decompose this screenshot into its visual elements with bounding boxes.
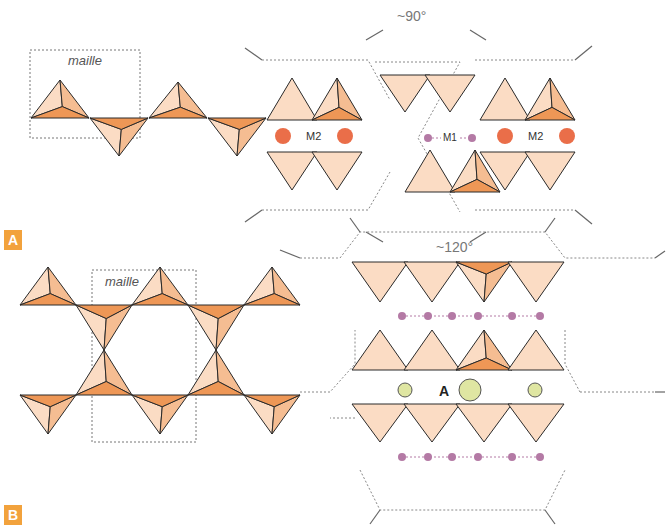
panel-letter-box: A	[4, 230, 22, 250]
cation-site	[424, 312, 432, 320]
cation-site	[448, 453, 456, 461]
tetrahedron-face	[188, 382, 244, 396]
angle-label: ~120°	[436, 240, 473, 254]
cation-site	[448, 312, 456, 320]
bond-line	[402, 457, 540, 458]
tetrahedron-symbol	[404, 404, 460, 442]
ibeam-outline	[262, 172, 390, 210]
tetrahedron-symbol	[405, 150, 455, 192]
tetrahedron-symbol	[267, 152, 317, 190]
bond-line	[402, 316, 540, 317]
corner-tick	[545, 510, 555, 524]
ibeam-outline	[565, 330, 580, 392]
tetrahedron-face	[312, 107, 362, 120]
tetrahedron-symbol	[352, 262, 408, 302]
ibeam-outline	[262, 60, 390, 100]
tetrahedron-symbol	[404, 330, 460, 370]
tetrahedron-face	[149, 107, 207, 118]
m1-site	[424, 134, 432, 142]
ibeam-outline	[360, 470, 565, 510]
tetrahedron-face	[244, 395, 300, 407]
corner-tick	[470, 30, 486, 40]
ibeam-outline	[300, 232, 655, 258]
tetrahedron-symbol	[404, 262, 460, 302]
tetrahedron-symbol	[352, 404, 408, 442]
corner-tick	[350, 218, 360, 232]
m2-site	[497, 128, 513, 144]
cation-site	[474, 453, 482, 461]
ibeam-outline	[580, 392, 655, 393]
tetrahedron-symbol	[480, 78, 530, 120]
tetrahedron-face	[20, 294, 76, 305]
unit-cell-label: maille	[105, 275, 139, 288]
m2-site	[275, 128, 291, 144]
corner-tick	[366, 30, 383, 40]
tetrahedron-symbol	[508, 330, 564, 370]
tetrahedron-face	[76, 305, 132, 319]
corner-tick	[655, 251, 665, 258]
corner-tick	[366, 232, 383, 242]
cation-site	[536, 312, 544, 320]
tetrahedron-face	[31, 107, 89, 118]
cation-site	[474, 312, 482, 320]
tetrahedron-symbol	[352, 330, 408, 370]
panel-letter: B	[8, 507, 18, 523]
corner-tick	[575, 46, 592, 60]
ibeam-outline	[475, 210, 575, 211]
corner-tick	[370, 510, 380, 524]
tetrahedron-symbol	[380, 75, 430, 112]
corner-tick	[545, 218, 555, 232]
tetrahedron-symbol	[508, 262, 564, 302]
tetrahedron-symbol	[480, 152, 530, 190]
unit-cell-label: maille	[68, 54, 102, 67]
ibeam-outline	[300, 330, 355, 392]
site-label: A	[439, 384, 449, 398]
tetrahedron-face	[456, 262, 512, 274]
tetrahedron-symbol	[525, 152, 575, 190]
tetrahedron-symbol	[312, 152, 362, 190]
angle-label: ~90°	[397, 9, 426, 23]
tetrahedron-face	[450, 179, 500, 192]
cation-site	[508, 312, 516, 320]
corner-tick	[655, 391, 665, 392]
site-label: M2	[306, 131, 321, 142]
cation-site	[424, 453, 432, 461]
a-site	[398, 383, 412, 397]
tetrahedron-face	[456, 358, 512, 370]
tetrahedron-face	[188, 305, 244, 319]
tetrahedron-symbol	[508, 404, 564, 442]
cation-site	[398, 312, 406, 320]
tetrahedron-face	[20, 395, 76, 407]
tetrahedron-face	[132, 395, 188, 407]
cation-site	[508, 453, 516, 461]
panel-letter: A	[8, 232, 18, 248]
cation-site	[398, 453, 406, 461]
panel-letter-box: B	[4, 505, 22, 525]
site-label: M1	[441, 133, 459, 143]
tetrahedron-symbol	[267, 78, 317, 120]
a-site	[459, 379, 481, 401]
tetrahedron-face	[208, 118, 266, 129]
corner-tick	[575, 210, 592, 224]
ibeam-outline	[330, 418, 355, 419]
a-site	[528, 383, 542, 397]
m2-site	[337, 128, 353, 144]
tetrahedron-face	[244, 294, 300, 305]
ibeam-outline	[475, 60, 575, 61]
tetrahedron-face	[132, 294, 188, 305]
tetrahedron-face	[90, 118, 148, 129]
cation-site	[536, 453, 544, 461]
corner-tick	[280, 250, 300, 258]
m2-site	[559, 128, 575, 144]
corner-tick	[245, 210, 262, 222]
tetrahedron-symbol	[425, 75, 475, 112]
tetrahedron-face	[525, 107, 575, 120]
tetrahedron-face	[76, 382, 132, 396]
site-label: M2	[528, 131, 543, 142]
corner-tick	[245, 48, 262, 60]
tetrahedron-symbol	[456, 404, 512, 442]
m1-site	[468, 134, 476, 142]
